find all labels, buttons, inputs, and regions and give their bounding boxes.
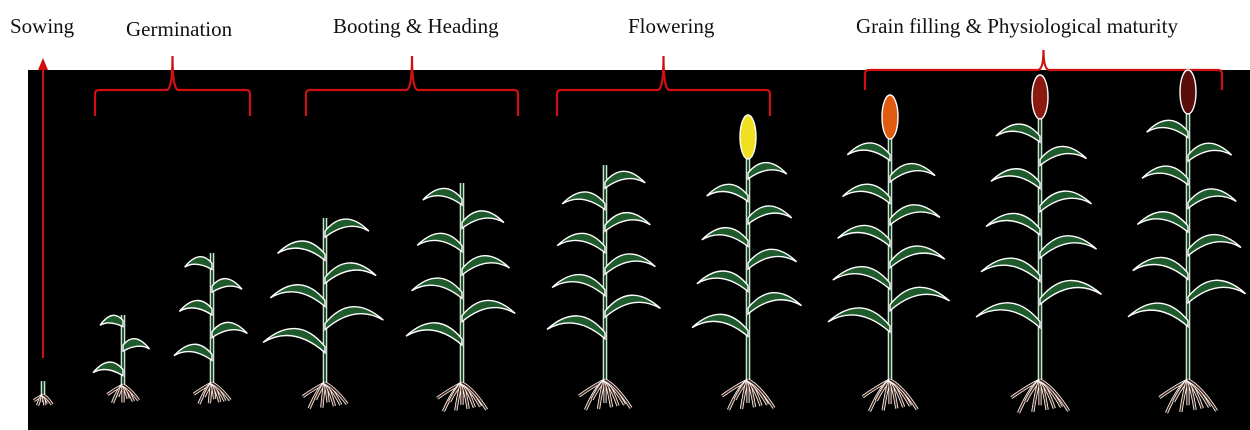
- roots: [579, 380, 631, 410]
- leaf: [263, 329, 325, 353]
- leaf: [748, 249, 797, 269]
- plant-4: [263, 218, 383, 408]
- roots: [863, 380, 918, 411]
- leaf: [174, 344, 212, 360]
- leaf: [833, 267, 890, 290]
- leaf: [838, 225, 890, 246]
- panicle: [1032, 75, 1048, 119]
- roots: [437, 383, 486, 411]
- leaf: [412, 278, 462, 298]
- leaf: [605, 254, 655, 274]
- leaf: [605, 171, 645, 188]
- leaf: [547, 316, 605, 339]
- leaf: [1040, 191, 1092, 212]
- leaf: [325, 307, 383, 330]
- plant-5: [406, 183, 515, 411]
- plant-8: [828, 95, 950, 411]
- bracket-booting-heading: [306, 56, 518, 116]
- roots: [1159, 380, 1216, 413]
- leaf: [123, 339, 150, 351]
- plant-6: [547, 165, 660, 410]
- leaf: [1147, 120, 1188, 137]
- leaf: [325, 219, 369, 237]
- plant-3: [174, 253, 247, 404]
- leaf: [562, 192, 605, 210]
- panicle: [1180, 70, 1196, 114]
- leaf: [179, 300, 212, 314]
- leaf: [1040, 146, 1087, 165]
- leaf: [996, 124, 1040, 142]
- leaf: [212, 322, 247, 337]
- leaf: [890, 205, 940, 225]
- leaf: [93, 362, 123, 376]
- leaf: [100, 315, 123, 326]
- leaf: [697, 271, 748, 292]
- leaf: [1137, 212, 1188, 232]
- leaf: [748, 163, 787, 179]
- leaf: [417, 233, 462, 251]
- leaf: [1040, 280, 1102, 304]
- leaf: [212, 279, 242, 293]
- leaf: [552, 275, 605, 296]
- sowing-arrow: [38, 58, 48, 358]
- leaf: [557, 233, 605, 252]
- leaf: [605, 213, 650, 232]
- leaf: [847, 143, 890, 161]
- leaf: [462, 256, 510, 275]
- leaf: [748, 293, 802, 314]
- bracket-germination: [95, 56, 250, 116]
- leaf: [325, 263, 376, 284]
- leaf: [406, 323, 462, 345]
- roots: [194, 383, 230, 404]
- stage-brackets: [95, 50, 1222, 116]
- leaf: [462, 211, 504, 228]
- plant-9: [976, 75, 1102, 413]
- leaf: [1188, 235, 1241, 256]
- plants-group: [34, 70, 1246, 413]
- plant-7: [692, 115, 802, 410]
- leaf: [981, 258, 1040, 281]
- leaf: [605, 295, 660, 317]
- leaf: [1188, 189, 1236, 209]
- leaf: [462, 300, 515, 321]
- leaf: [991, 169, 1040, 189]
- leaf: [277, 241, 325, 260]
- leaf: [1040, 236, 1097, 258]
- leaf: [423, 188, 462, 205]
- leaf: [1188, 143, 1232, 161]
- leaf: [270, 285, 325, 307]
- leaf: [842, 184, 890, 203]
- plant-2: [93, 315, 150, 403]
- leaf: [1133, 257, 1188, 279]
- leaf: [1188, 280, 1246, 303]
- leaf: [890, 164, 935, 183]
- leaf: [692, 314, 748, 336]
- leaf: [890, 246, 945, 268]
- bracket-flowering: [557, 56, 770, 116]
- roots: [303, 383, 347, 408]
- panicle: [740, 115, 756, 159]
- leaf: [702, 228, 748, 247]
- roots: [107, 385, 138, 403]
- roots: [722, 380, 774, 410]
- leaf: [707, 184, 748, 201]
- roots: [1011, 380, 1068, 413]
- plant-1: [34, 381, 52, 405]
- leaf: [748, 206, 792, 224]
- panicle: [882, 95, 898, 139]
- leaf: [890, 287, 950, 310]
- roots: [34, 395, 52, 405]
- leaf: [976, 303, 1040, 328]
- leaf: [185, 257, 212, 270]
- leaf: [828, 308, 890, 332]
- leaf: [986, 213, 1040, 234]
- plant-10: [1128, 70, 1246, 413]
- leaf: [1142, 166, 1188, 185]
- leaf: [1128, 303, 1188, 327]
